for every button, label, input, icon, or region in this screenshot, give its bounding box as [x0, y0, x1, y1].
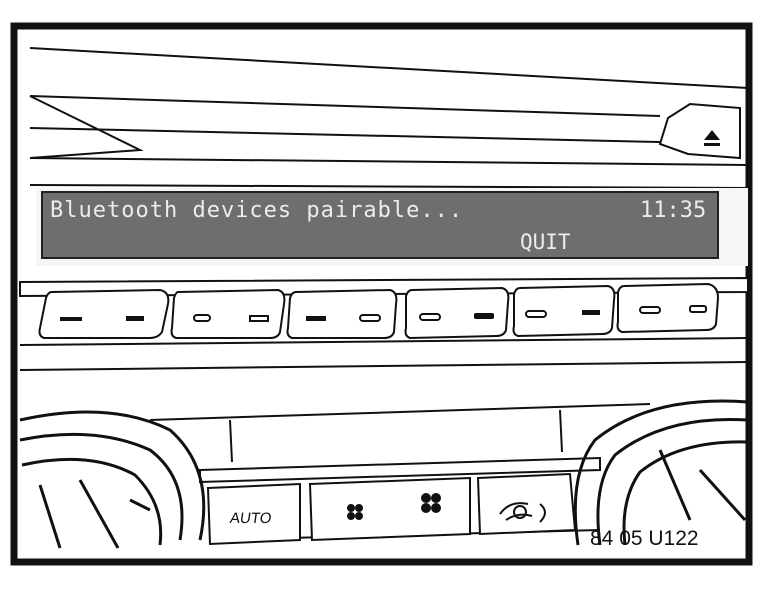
display-clock: 11:35	[640, 198, 707, 223]
preset-button-5[interactable]	[512, 284, 616, 338]
preset-buttons	[19, 276, 749, 340]
preset-button-2[interactable]	[170, 288, 286, 339]
dashboard-top	[29, 47, 749, 189]
air-vent-icon	[19, 410, 206, 549]
lcd-display	[36, 188, 748, 266]
eject-button[interactable]	[658, 102, 741, 160]
preset-button-4[interactable]	[404, 286, 510, 340]
fan-high-icon	[421, 493, 441, 513]
preset-button-3[interactable]	[286, 288, 398, 339]
recirculation-button[interactable]	[476, 472, 577, 536]
air-vent-icon	[573, 399, 749, 546]
eject-icon	[704, 130, 720, 146]
fan-speed-button[interactable]	[308, 476, 471, 542]
auto-button-label: AUTO	[228, 510, 273, 527]
auto-button[interactable]	[206, 482, 301, 546]
preset-button-6[interactable]	[616, 282, 720, 334]
fan-low-icon	[347, 504, 363, 520]
preset-button-1[interactable]	[38, 288, 170, 339]
display-message: Bluetooth devices pairable...	[50, 198, 464, 223]
air-recirculation-icon	[499, 502, 546, 523]
figure-reference-code: 84 05 U122	[590, 527, 699, 550]
quit-softkey-label[interactable]: QUIT	[520, 230, 571, 254]
